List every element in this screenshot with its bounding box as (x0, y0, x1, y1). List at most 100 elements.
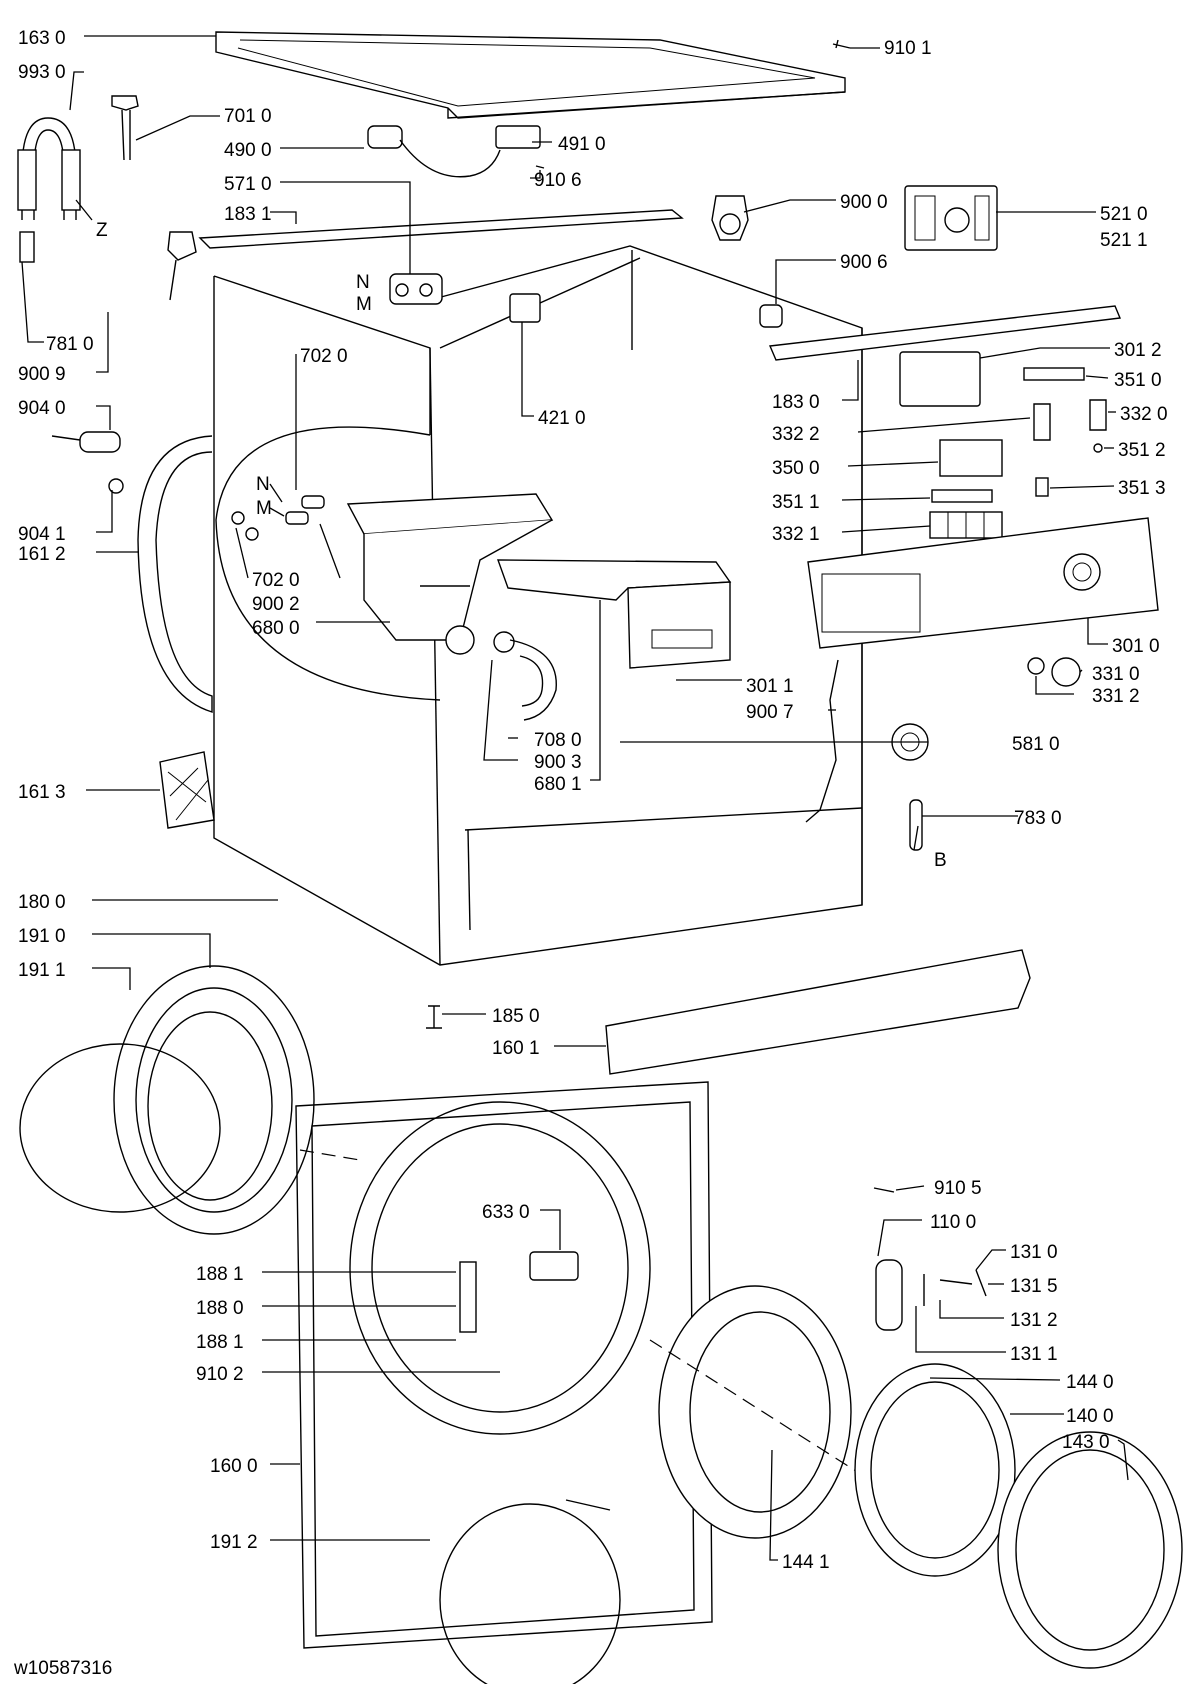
handle-part (875, 1259, 903, 1331)
label-781-0: 781 0 (46, 334, 94, 355)
dispenser-part (346, 493, 554, 655)
label-680-1: 680 1 (534, 774, 582, 795)
lever-332-2-part (1033, 403, 1051, 441)
pump-part (711, 195, 749, 241)
label-183-1: 183 1 (224, 204, 272, 225)
door-lock-part (529, 1251, 579, 1281)
label-301-2: 301 2 (1114, 340, 1162, 361)
rail-183-1-part (198, 209, 684, 249)
label-490-0: 490 0 (224, 140, 272, 161)
label-701-0: 701 0 (224, 106, 272, 127)
drawer-part (497, 559, 732, 669)
label-521-1: 521 1 (1100, 230, 1148, 251)
label-351-1: 351 1 (772, 492, 820, 513)
board-350-0-part (939, 439, 1003, 477)
label-331-2: 331 2 (1092, 686, 1140, 707)
clamp-900-2-part (231, 511, 245, 525)
label-331-0: 331 0 (1092, 664, 1140, 685)
label-131-5: 131 5 (1010, 1276, 1058, 1297)
part-labels: 163 0 993 0 910 1 701 0 490 0 491 0 571 … (13, 28, 1168, 1679)
label-702-0-b: 702 0 (252, 570, 300, 591)
frame-161-2-part (137, 435, 213, 713)
label-910-2: 910 2 (196, 1364, 244, 1385)
label-910-6: 910 6 (534, 170, 582, 191)
label-191-2: 191 2 (210, 1532, 258, 1553)
valve-coils-part (285, 495, 325, 525)
label-904-1: 904 1 (18, 524, 66, 545)
label-161-3: 161 3 (18, 782, 66, 803)
label-140-0: 140 0 (1066, 1406, 1114, 1427)
electronics-301-2-part (899, 351, 981, 407)
lever-332-0-part (1089, 399, 1107, 431)
suppressor-part (509, 293, 541, 323)
screw-910-1-part (832, 39, 851, 49)
inlet-part (167, 231, 197, 301)
label-910-5: 910 5 (934, 1178, 982, 1199)
label-910-1: 910 1 (884, 38, 932, 59)
label-161-2: 161 2 (18, 544, 66, 565)
spring-351-2-part (1093, 443, 1103, 453)
label-900-9: 900 9 (18, 364, 66, 385)
label-680-0: 680 0 (252, 618, 300, 639)
top-cover-part (215, 31, 846, 119)
parts-artwork (17, 31, 1183, 1684)
label-351-2: 351 2 (1118, 440, 1166, 461)
label-144-0: 144 0 (1066, 1372, 1114, 1393)
label-N-mid: N (256, 474, 270, 495)
door-frame-part (649, 1285, 871, 1539)
hose-part (493, 631, 557, 721)
label-143-0: 143 0 (1062, 1432, 1110, 1453)
filter-part (909, 799, 923, 851)
label-M-mid: M (256, 498, 272, 519)
label-160-0: 160 0 (210, 1456, 258, 1477)
strip-351-0-part (1023, 367, 1085, 381)
label-633-0: 633 0 (482, 1202, 530, 1223)
spring-seal-191-2-part (439, 1503, 621, 1684)
fill-hose-part (17, 117, 81, 263)
service-cover-part (159, 751, 215, 829)
label-188-1-a: 188 1 (196, 1264, 244, 1285)
front-panel-part (295, 1081, 713, 1649)
valve-part (389, 273, 443, 305)
buttons-332-1-part (929, 511, 1003, 539)
knob-part (111, 95, 139, 161)
seal-ring-191-1-part (19, 1043, 221, 1213)
label-581-0: 581 0 (1012, 734, 1060, 755)
label-188-0: 188 0 (196, 1298, 244, 1319)
label-351-0: 351 0 (1114, 370, 1162, 391)
document-code: w10587316 (13, 1658, 112, 1679)
label-571-0: 571 0 (224, 174, 272, 195)
clamp-900-2b-part (245, 527, 259, 541)
label-421-0: 421 0 (538, 408, 586, 429)
label-332-1: 332 1 (772, 524, 820, 545)
label-900-3: 900 3 (534, 752, 582, 773)
label-Z: Z (96, 220, 108, 241)
knob-331-part (1051, 657, 1081, 687)
label-900-6: 900 6 (840, 252, 888, 273)
label-301-0: 301 0 (1112, 636, 1160, 657)
cable-part (367, 125, 545, 178)
label-B: B (934, 850, 947, 871)
part-351-1 (931, 489, 993, 503)
label-904-0: 904 0 (18, 398, 66, 419)
hinge-part (459, 1261, 477, 1333)
label-783-0: 783 0 (1014, 808, 1062, 829)
label-350-0: 350 0 (772, 458, 820, 479)
label-491-0: 491 0 (558, 134, 606, 155)
label-993-0: 993 0 (18, 62, 66, 83)
label-131-1: 131 1 (1010, 1344, 1058, 1365)
cutaway-outline (215, 426, 441, 701)
label-900-2: 900 2 (252, 594, 300, 615)
label-180-0: 180 0 (18, 892, 66, 913)
label-188-1-b: 188 1 (196, 1332, 244, 1353)
label-708-0: 708 0 (534, 730, 582, 751)
label-301-1: 301 1 (746, 676, 794, 697)
label-144-1: 144 1 (782, 1552, 830, 1573)
part-351-3 (1035, 477, 1049, 497)
door-glass-part (997, 1431, 1183, 1669)
label-900-7: 900 7 (746, 702, 794, 723)
label-185-0: 185 0 (492, 1006, 540, 1027)
pin-904-0-part (51, 431, 124, 494)
spring-191-2-part (565, 1499, 611, 1511)
